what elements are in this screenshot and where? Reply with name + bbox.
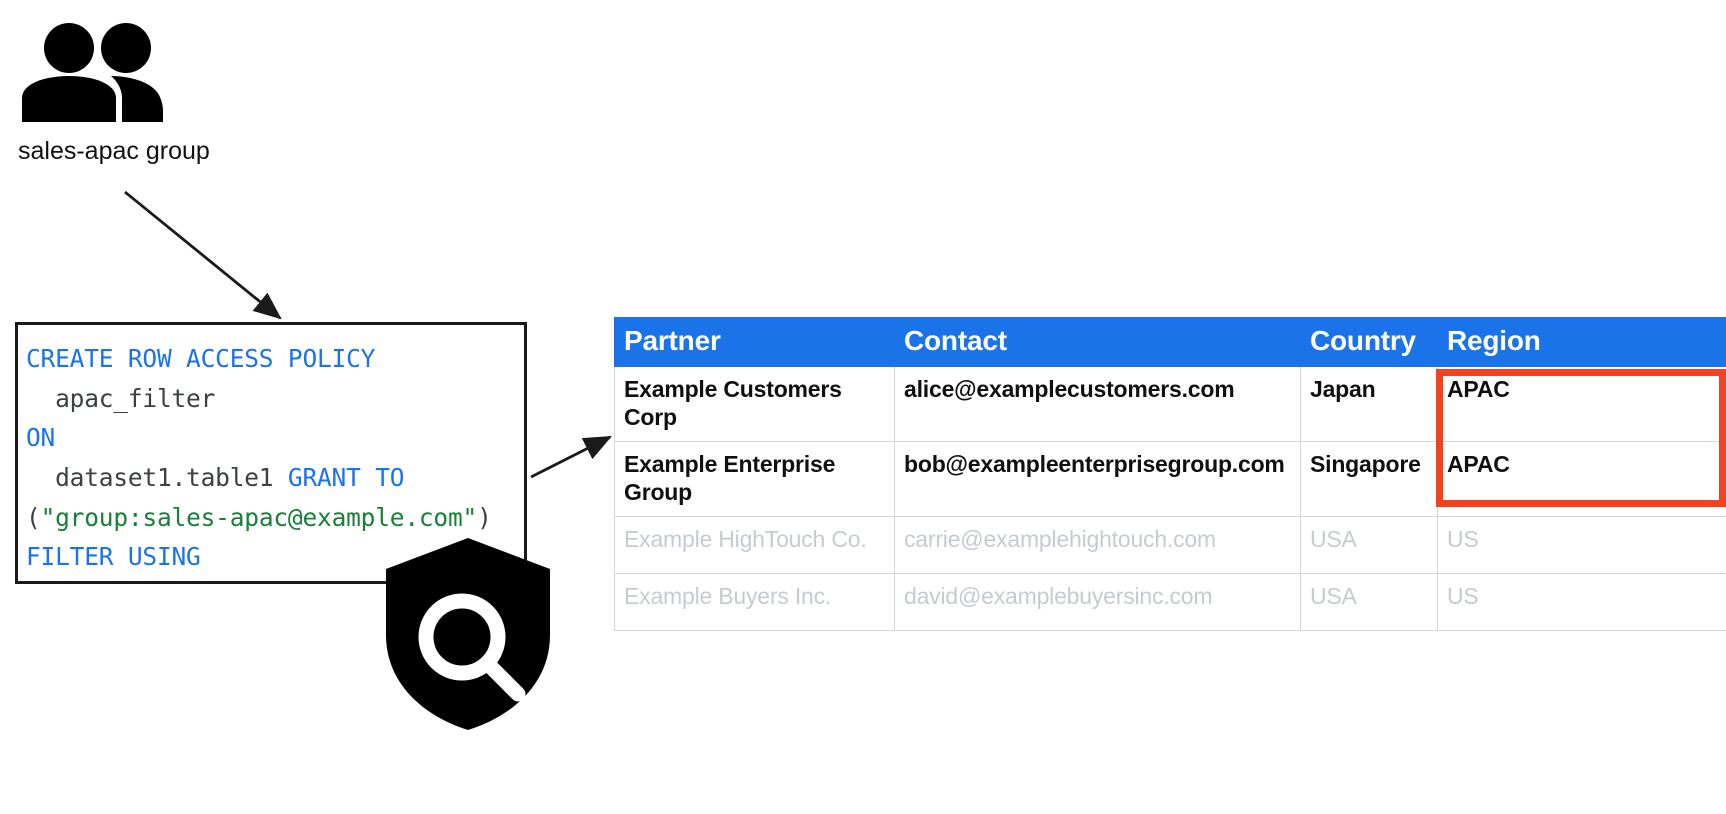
cell-country: USA <box>1300 573 1438 632</box>
people-group-icon <box>22 23 163 122</box>
sql-keyword: ON <box>26 423 56 453</box>
sql-identifier: dataset1.table1 <box>26 463 288 493</box>
column-header-country[interactable]: Country <box>1300 317 1438 367</box>
cell-partner: Example Customers Corp <box>614 365 895 443</box>
cell-region: US <box>1437 516 1726 575</box>
sql-identifier: apac_filter <box>26 383 216 413</box>
table-row[interactable]: Example Buyers Inc. david@examplebuyersi… <box>614 573 1726 632</box>
cell-contact: alice@examplecustomers.com <box>894 365 1301 443</box>
sql-keyword: GRANT TO <box>287 463 405 493</box>
cell-country: USA <box>1300 516 1438 575</box>
sql-keyword: CREATE ROW ACCESS POLICY <box>26 344 376 373</box>
sql-string: "APAC" <box>186 582 273 584</box>
table-row[interactable]: Example Enterprise Group bob@exampleente… <box>614 441 1726 518</box>
table-row[interactable]: Example Customers Corp alice@examplecust… <box>614 365 1726 443</box>
sql-string: "group:sales-apac@example.com" <box>40 502 478 532</box>
cell-contact: david@examplebuyersinc.com <box>894 573 1301 632</box>
sql-keyword: FILTER USING <box>26 542 201 572</box>
column-header-contact[interactable]: Contact <box>894 317 1301 367</box>
row-access-policy-box: CREATE ROW ACCESS POLICY apac_filter ON … <box>15 322 527 584</box>
column-header-region[interactable]: Region <box>1437 317 1726 367</box>
cell-contact: bob@exampleenterprisegroup.com <box>894 441 1301 518</box>
cell-partner: Example Buyers Inc. <box>614 573 895 632</box>
table-row[interactable]: Example HighTouch Co. carrie@examplehigh… <box>614 516 1726 575</box>
cell-partner: Example Enterprise Group <box>614 441 895 518</box>
cell-region: APAC <box>1437 365 1726 443</box>
partners-table: Partner Contact Country Region Example C… <box>614 317 1726 632</box>
cell-contact: carrie@examplehightouch.com <box>894 516 1301 575</box>
arrow-group-to-policy <box>124 190 282 320</box>
cell-country: Japan <box>1300 365 1438 443</box>
cell-region: US <box>1437 573 1726 632</box>
cell-partner: Example HighTouch Co. <box>614 516 895 575</box>
column-header-partner[interactable]: Partner <box>614 317 895 367</box>
cell-region: APAC <box>1437 441 1726 518</box>
sql-punct: ); <box>273 582 317 584</box>
sales-apac-group-block: sales-apac group <box>18 22 268 166</box>
arrow-policy-to-table <box>530 435 612 479</box>
sql-punct: ( <box>26 502 41 532</box>
shield-search-icon <box>386 538 550 730</box>
group-label: sales-apac group <box>18 137 210 165</box>
sql-punct: ) <box>477 502 492 532</box>
row-access-policy-sql: CREATE ROW ACCESS POLICY apac_filter ON … <box>18 325 524 584</box>
sql-punct: (region= <box>26 582 186 584</box>
cell-country: Singapore <box>1300 441 1438 518</box>
table-header-row: Partner Contact Country Region <box>614 317 1726 367</box>
